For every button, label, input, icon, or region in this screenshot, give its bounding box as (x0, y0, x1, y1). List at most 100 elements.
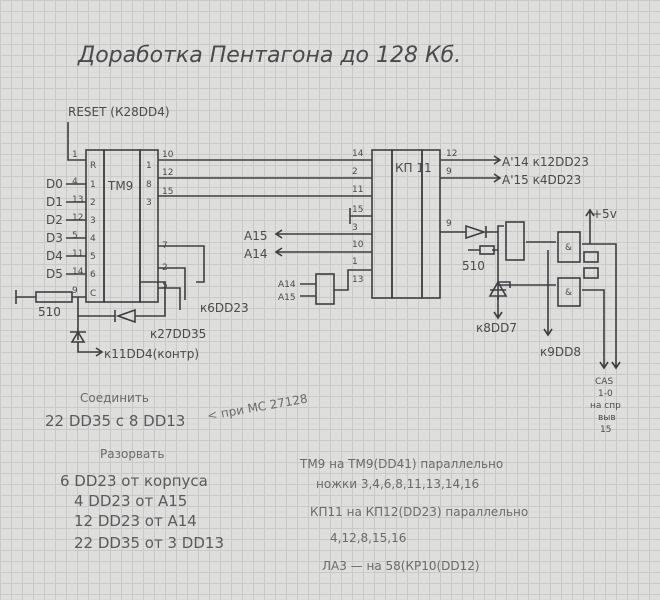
cas-wires (582, 208, 621, 370)
note-right-line: ТМ9 на ТМ9(DD41) параллельно (299, 457, 503, 471)
tm9-pin: 2 (90, 198, 96, 208)
tm9-pin: 8 (146, 180, 152, 190)
resistor-icon (35, 291, 73, 303)
note-right-line: 4,12,8,15,16 (330, 531, 406, 545)
data-label: D2 (46, 213, 63, 227)
pin-number: 3 (352, 223, 358, 233)
note-break-line: 4 DD23 от А15 (74, 492, 187, 510)
clock-wires (16, 281, 166, 340)
arrow-icon (493, 296, 503, 320)
pin-number: 1 (352, 257, 358, 267)
gate-1 (505, 221, 525, 261)
pin-number: 1 (72, 150, 78, 160)
tm9-pin: 5 (90, 252, 96, 262)
arrow-icon (77, 342, 104, 357)
power-label: +5v (592, 207, 617, 221)
address-label: A14 (244, 247, 267, 261)
pin-number: 12 (72, 213, 83, 223)
gate-3 (557, 277, 581, 307)
tm9-chip: ТМ9 R 1 2 3 4 5 6 C 1 8 3 1 4 13 12 5 11… (72, 149, 174, 303)
pin-number: 9 (72, 286, 78, 296)
pin-number: 2 (352, 167, 358, 177)
title: Доработка Пентагона до 128 Кб. (77, 43, 461, 68)
address-label: A15 (244, 229, 267, 243)
note-right-line: КП11 на КП12(DD23) параллельно (310, 505, 528, 519)
diode-icon (114, 308, 136, 324)
tm9-pin: 1 (90, 180, 96, 190)
tm9-pin: 1 (146, 161, 152, 171)
data-label: D5 (46, 267, 63, 281)
note-right-line: ножки 3,4,6,8,11,13,14,16 (316, 477, 479, 491)
address-arrows (274, 229, 372, 257)
note-break-line: 22 DD35 от 3 DD13 (74, 534, 224, 552)
tm9-pin: 6 (90, 270, 96, 280)
gate-symbol: & (565, 243, 572, 253)
tm9-pin: 3 (146, 198, 152, 208)
link-label: к27DD35 (150, 327, 206, 341)
pin-number: 11 (352, 185, 363, 195)
resistor-value: 510 (38, 305, 61, 319)
pin-number: 12 (162, 168, 173, 178)
tm9-pin: R (90, 161, 96, 171)
kp11-name: КП 11 (395, 161, 432, 175)
gate-wires (498, 241, 556, 337)
pin-number: 5 (72, 231, 78, 241)
tm9-pin: 4 (90, 234, 96, 244)
data-inputs: D0 D1 D2 D3 D4 D5 (46, 177, 86, 281)
pin-number: 12 (446, 149, 457, 159)
resistor-icon (479, 245, 495, 255)
resistor-value: 510 (462, 259, 485, 273)
tm9-pin: C (90, 289, 96, 299)
cas-label: 15 (600, 425, 611, 435)
pin-number: 9 (446, 167, 452, 177)
note-connect-line: 22 DD35 с 8 DD13 (45, 412, 185, 430)
reset-label: RESET (К28DD4) (68, 105, 170, 119)
note-break-line: 6 DD23 от корпуса (60, 472, 208, 490)
pin-number: 11 (72, 249, 83, 259)
right-wires (440, 225, 511, 300)
link-label: к9DD8 (540, 345, 581, 359)
bus-wires (158, 159, 372, 197)
output-label: A'14 к12DD23 (502, 155, 589, 169)
pin-number: 10 (352, 240, 364, 250)
cas-label: 1-0 (598, 389, 613, 399)
gate-2 (557, 231, 581, 263)
pin-number: 13 (352, 275, 363, 285)
nand-gate (315, 273, 335, 305)
pin-number: 14 (72, 267, 84, 277)
link-label: к11DD4(контр) (104, 347, 199, 361)
link-label: к6DD23 (200, 301, 249, 315)
data-label: D4 (46, 249, 63, 263)
note-break-heading: Разорвать (100, 447, 164, 461)
tm9-output-wires (158, 245, 205, 310)
tm9-name: ТМ9 (107, 179, 133, 193)
pin-number: 15 (162, 187, 173, 197)
pin-number: 14 (352, 149, 364, 159)
pin-number: 4 (72, 177, 78, 187)
cas-label: CAS (595, 377, 613, 387)
data-label: D0 (46, 177, 63, 191)
diode-icon (465, 224, 487, 240)
output-label: A'15 к4DD23 (502, 173, 581, 187)
resistor-icon (583, 267, 599, 279)
note-connect-heading: Соединить (80, 391, 149, 405)
ground-wire (349, 208, 372, 224)
gate-input-label: A15 (278, 293, 296, 303)
pin-number: 9 (446, 219, 452, 229)
note-right-line: ЛА3 — на 58(КР10(DD12) (322, 559, 480, 573)
link-label: к8DD7 (476, 321, 517, 335)
output-arrows (440, 155, 502, 183)
pin-number: 10 (162, 150, 174, 160)
resistor-icon (583, 251, 599, 263)
pin-number: 15 (352, 205, 363, 215)
kp11-chip: КП 11 14 2 11 15 3 10 1 13 12 9 9 (352, 149, 457, 299)
gate-wires (300, 269, 372, 297)
data-label: D3 (46, 231, 63, 245)
cas-label: выв (598, 413, 616, 423)
data-label: D1 (46, 195, 63, 209)
note-connect-condition: < при МС 27128 (206, 392, 309, 423)
cas-label: на спр (590, 401, 621, 411)
gate-input-label: A14 (278, 280, 296, 290)
